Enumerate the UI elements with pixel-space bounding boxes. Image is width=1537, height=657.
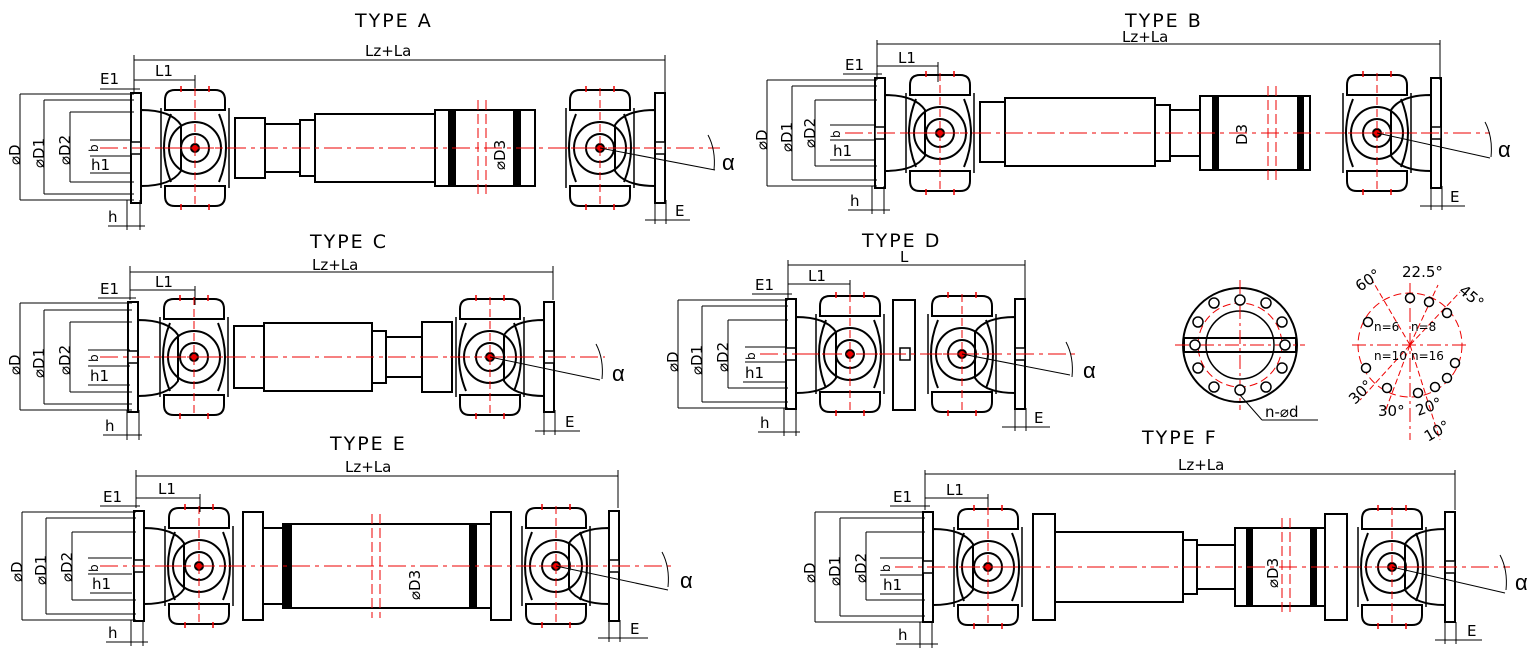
type-b-h1-label: h1	[833, 142, 852, 160]
type-d-l1-label: L1	[808, 267, 826, 285]
type-c-total-length: Lz+La	[312, 256, 358, 274]
count-n8: n=8	[1411, 320, 1436, 334]
type-e-d2-label: ⌀D2	[58, 552, 76, 582]
type-c-h-label: h	[105, 417, 115, 435]
type-c-b-label: b	[87, 354, 101, 362]
type-b-d1-label: ⌀D1	[778, 122, 796, 152]
flange-front-view: n-⌀d	[1175, 280, 1318, 421]
type-e-l1-label: L1	[158, 480, 176, 498]
type-b-d-label: ⌀D	[753, 129, 771, 150]
type-f-h1-label: h1	[883, 576, 902, 594]
angle-10: 10°	[1421, 417, 1453, 446]
type-a-d3-label: ⌀D3	[491, 140, 509, 170]
type-d-alpha: α	[1083, 358, 1096, 383]
type-f-title: TYPE F	[1141, 427, 1218, 449]
type-e-e-label: E	[630, 620, 639, 638]
type-e-h-label: h	[108, 624, 118, 642]
type-a-h-label: h	[108, 208, 118, 226]
type-b-total-length: Lz+La	[1122, 28, 1168, 46]
type-a-alpha: α	[722, 150, 735, 175]
type-f-b-label: b	[879, 564, 893, 572]
type-d-d-label: ⌀D	[664, 351, 682, 372]
type-e-b-label: b	[87, 564, 101, 572]
type-e-d3-label: ⌀D3	[406, 570, 424, 600]
type-a-title: TYPE A	[354, 10, 433, 32]
type-d-h1-label: h1	[745, 364, 764, 382]
angle-30-b: 30°	[1378, 402, 1405, 420]
type-d-b-label: b	[744, 352, 758, 360]
type-f-h-label: h	[898, 626, 908, 644]
type-d-e1-label: E1	[755, 276, 774, 294]
type-b-h-label: h	[850, 192, 860, 210]
type-b-e1-label: E1	[845, 56, 864, 74]
type-a-e-label: E	[675, 202, 684, 220]
type-e-alpha: α	[680, 568, 693, 593]
angle-22-5: 22.5°	[1402, 263, 1443, 281]
type-e-title: TYPE E	[329, 433, 407, 455]
type-b-b-label: b	[829, 130, 843, 138]
type-f-d3-label: ⌀D3	[1264, 558, 1282, 588]
type-c-drawing: TYPE C Lz+La L1 E1 ⌀D ⌀D1 ⌀D2 b h1 h	[6, 231, 625, 440]
angle-60: 60°	[1352, 265, 1384, 295]
type-a-b-label: b	[87, 144, 101, 152]
type-b-e-label: E	[1450, 188, 1459, 206]
type-f-d-label: ⌀D	[801, 562, 819, 583]
type-e-h1-label: h1	[92, 575, 111, 593]
type-c-h1-label: h1	[90, 367, 109, 385]
type-b-d2-label: ⌀D2	[801, 118, 819, 148]
type-f-drawing: TYPE F Lz+La L1 E1 ⌀D ⌀D1 ⌀D2 b h1 h	[801, 427, 1528, 648]
type-b-d3-label: D3	[1233, 124, 1251, 145]
type-b-title: TYPE B	[1124, 10, 1203, 32]
type-e-d1-label: ⌀D1	[32, 555, 50, 585]
type-e-e1-label: E1	[103, 488, 122, 506]
type-f-alpha: α	[1515, 570, 1528, 595]
type-a-d-label: ⌀D	[6, 144, 24, 165]
bolt-pattern-view: n=6 n=8 n=10 n=16 60° 22.5° 45° 30° 30° …	[1345, 263, 1487, 445]
type-d-d1-label: ⌀D1	[688, 345, 706, 375]
type-f-d2-label: ⌀D2	[852, 553, 870, 583]
type-f-d1-label: ⌀D1	[826, 556, 844, 586]
type-a-d2-label: ⌀D2	[56, 135, 74, 165]
type-c-e1-label: E1	[100, 280, 119, 298]
type-f-l1-label: L1	[946, 481, 964, 499]
type-e-drawing: TYPE E Lz+La L1 E1 ⌀D ⌀D1 ⌀D2 b h1 h	[8, 433, 693, 646]
type-c-d-label: ⌀D	[6, 354, 24, 375]
type-f-e1-label: E1	[893, 488, 912, 506]
type-b-alpha: α	[1498, 137, 1511, 162]
type-f-total-length: Lz+La	[1178, 456, 1224, 474]
type-b-l1-label: L1	[898, 49, 916, 67]
type-d-drawing: TYPE D L L1 E1 ⌀D ⌀D1 ⌀D2 b h1 h	[664, 230, 1096, 436]
type-f-e-label: E	[1467, 622, 1476, 640]
type-e-d-label: ⌀D	[8, 561, 26, 582]
count-n6: n=6	[1374, 320, 1399, 334]
type-a-e1-label: E1	[100, 70, 119, 88]
flange-hole-label: n-⌀d	[1265, 403, 1298, 421]
type-d-total-length: L	[900, 248, 909, 266]
type-a-h1-label: h1	[91, 156, 110, 174]
type-a-d1-label: ⌀D1	[30, 138, 48, 168]
type-a-total-length: Lz+La	[365, 42, 411, 60]
count-n16: n=16	[1411, 349, 1444, 363]
type-c-d2-label: ⌀D2	[56, 345, 74, 375]
count-n10: n=10	[1374, 349, 1407, 363]
type-c-e-label: E	[565, 413, 574, 431]
type-d-d2-label: ⌀D2	[714, 342, 732, 372]
type-c-title: TYPE C	[309, 231, 388, 253]
type-c-l1-label: L1	[155, 273, 173, 291]
type-a-l1-label: L1	[155, 62, 173, 80]
type-d-title: TYPE D	[861, 230, 941, 252]
type-b-drawing: TYPE B Lz+La L1 E1 ⌀D ⌀D1 ⌀D2 b h1 h	[753, 10, 1511, 214]
angle-45: 45°	[1455, 281, 1487, 312]
type-c-alpha: α	[612, 361, 625, 386]
type-d-e-label: E	[1034, 409, 1043, 427]
type-a-drawing: TYPE A Lz+La L1 E1 ⌀D ⌀D1 ⌀D2 b h1 h	[6, 10, 735, 230]
type-d-h-label: h	[760, 414, 770, 432]
type-c-d1-label: ⌀D1	[30, 348, 48, 378]
type-e-total-length: Lz+La	[345, 458, 391, 476]
